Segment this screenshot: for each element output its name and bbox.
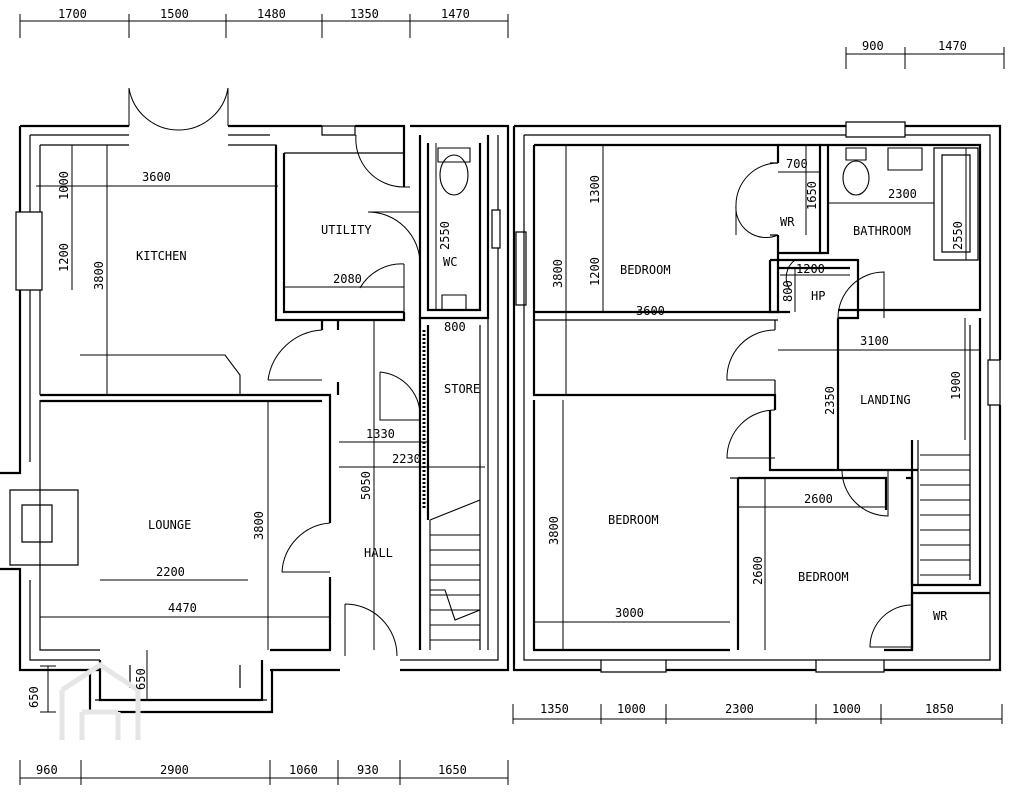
room-label-wr-2: WR — [933, 609, 948, 623]
room-label-bedroom-1: BEDROOM — [620, 263, 671, 277]
dim-bottom-ground-5: 1650 — [438, 763, 467, 777]
dim-bed1-height: 3800 — [551, 259, 565, 288]
room-label-hp: HP — [811, 289, 825, 303]
room-label-hall: HALL — [364, 546, 393, 560]
dim-bottom-first-2: 1000 — [617, 702, 646, 716]
dim-hall-2230: 2230 — [392, 452, 421, 466]
dim-bottom-first-4: 1000 — [832, 702, 861, 716]
dim-bed1-1200: 1200 — [588, 257, 602, 286]
dim-bed2-width: 3000 — [615, 606, 644, 620]
room-label-lounge: LOUNGE — [148, 518, 191, 532]
dim-bottom-first-3: 2300 — [725, 702, 754, 716]
dim-bed1-1300: 1300 — [588, 175, 602, 204]
room-label-store: STORE — [444, 382, 480, 396]
room-label-bedroom-2: BEDROOM — [608, 513, 659, 527]
room-label-kitchen: KITCHEN — [136, 249, 187, 263]
dim-left-650: 650 — [27, 686, 41, 708]
dim-lounge-height: 3800 — [252, 511, 266, 540]
watermark-logo — [59, 662, 141, 740]
dim-bottom-ground-2: 2900 — [160, 763, 189, 777]
room-label-utility: UTILITY — [321, 223, 372, 237]
dim-bed3-height: 2600 — [751, 556, 765, 585]
dim-utility-width: 2080 — [333, 272, 362, 286]
dim-top-first-2: 1470 — [938, 39, 967, 53]
dim-landing-width: 3100 — [860, 334, 889, 348]
dim-landing-1900: 1900 — [949, 371, 963, 400]
room-label-landing: LANDING — [860, 393, 911, 407]
dim-top-ground-3: 1480 — [257, 7, 286, 21]
dim-hall-height: 5050 — [359, 471, 373, 500]
dim-bed1-width: 3600 — [636, 304, 665, 318]
dim-kitchen-width: 3600 — [142, 170, 171, 184]
dim-bed3-width: 2600 — [804, 492, 833, 506]
dim-wr-height: 1650 — [805, 181, 819, 210]
dim-wc-height: 2550 — [438, 221, 452, 250]
dim-hp-width: 1200 — [796, 262, 825, 276]
dim-bottom-first-5: 1850 — [925, 702, 954, 716]
dim-bottom-ground-1: 960 — [36, 763, 58, 777]
dimension-labels: 1700 1500 1480 1350 1470 900 1470 1350 1… — [27, 7, 967, 777]
dimension-chains — [19, 14, 1005, 785]
dim-store-width: 800 — [444, 320, 466, 334]
dim-lounge-2200: 2200 — [156, 565, 185, 579]
room-label-bathroom: BATHROOM — [853, 224, 911, 238]
dim-hp-height: 800 — [781, 280, 795, 302]
room-label-wr-1: WR — [780, 215, 795, 229]
dim-top-ground-5: 1470 — [441, 7, 470, 21]
dim-bed2-height: 3800 — [547, 516, 561, 545]
ground-floor — [0, 87, 510, 714]
dim-kitchen-height: 3800 — [92, 261, 106, 290]
dim-bottom-ground-3: 1060 — [289, 763, 318, 777]
dim-top-ground-4: 1350 — [350, 7, 379, 21]
dim-top-first-1: 900 — [862, 39, 884, 53]
room-label-bedroom-3: BEDROOM — [798, 570, 849, 584]
dim-bath-height: 2550 — [951, 221, 965, 250]
dim-kitchen-1000: 1000 — [57, 171, 71, 200]
dim-top-ground-2: 1500 — [160, 7, 189, 21]
dim-kitchen-1200: 1200 — [57, 243, 71, 272]
room-labels: KITCHEN UTILITY WC STORE LOUNGE HALL BED… — [136, 215, 948, 623]
dim-lounge-width: 4470 — [168, 601, 197, 615]
dim-top-ground-1: 1700 — [58, 7, 87, 21]
dim-bay-650: 650 — [134, 668, 148, 690]
first-floor — [512, 121, 1002, 673]
dim-bottom-first-1: 1350 — [540, 702, 569, 716]
dim-bottom-ground-4: 930 — [357, 763, 379, 777]
dim-wr-width: 700 — [786, 157, 808, 171]
dim-hall-1330: 1330 — [366, 427, 395, 441]
dim-bath-width: 2300 — [888, 187, 917, 201]
dim-landing-2350: 2350 — [823, 386, 837, 415]
room-label-wc: WC — [443, 255, 457, 269]
